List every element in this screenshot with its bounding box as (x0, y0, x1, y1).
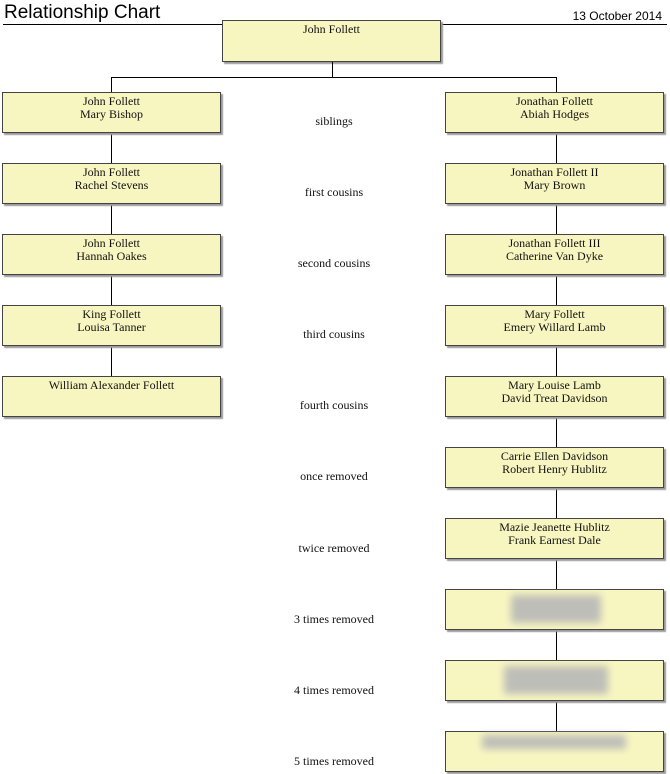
spouse-name: David Treat Davidson (501, 391, 608, 405)
right-column-line (556, 204, 557, 234)
right-column-line (556, 417, 557, 447)
left-column-line (111, 133, 112, 163)
right-column-line (556, 559, 557, 589)
left-column-line (111, 204, 112, 234)
right-person-box: Mary Louise Lamb David Treat Davidson (445, 376, 664, 417)
spouse-name: Mary Bishop (80, 107, 143, 121)
spouse-name: Hannah Oakes (76, 249, 147, 263)
relationship-label: twice removed (298, 541, 370, 555)
person-name: Mary Louise Lamb (508, 378, 601, 392)
person-name: William Alexander Follett (48, 378, 175, 392)
right-column-line (556, 701, 557, 731)
left-person-box: John Follett Rachel Stevens (2, 163, 221, 204)
right-person-box: Jonathan Follett II Mary Brown (445, 163, 664, 204)
right-person-box: Mazie Jeanette Hublitz Frank Earnest Dal… (445, 518, 664, 559)
chart-date: 13 October 2014 (572, 9, 662, 23)
right-person-box: Mary Follett Emery Willard Lamb (445, 305, 664, 346)
relationship-label: 5 times removed (294, 754, 374, 768)
chart-title: Relationship Chart (4, 2, 161, 23)
relationship-label: once removed (300, 469, 368, 483)
person-name: John Follett (82, 94, 140, 108)
spouse-name: Frank Earnest Dale (508, 533, 601, 547)
root-connector (332, 62, 333, 77)
person-name: Jonathan Follett III (508, 236, 601, 250)
right-person-box: Carrie Ellen Davidson Robert Henry Hubli… (445, 447, 664, 488)
redacted-name-blur (482, 735, 626, 749)
spouse-name: Robert Henry Hublitz (502, 462, 607, 476)
spouse-name: Catherine Van Dyke (505, 249, 604, 263)
right-person-box: Jonathan Follett Abiah Hodges (445, 92, 664, 133)
relationship-label: second cousins (297, 256, 371, 270)
right-person-box-redacted (445, 660, 664, 701)
spouse-name: Mary Brown (523, 178, 586, 192)
relationship-label: third cousins (303, 327, 365, 341)
left-branch-connector (111, 77, 112, 92)
spouse-name: Emery Willard Lamb (503, 320, 606, 334)
relationship-label: 4 times removed (294, 683, 374, 697)
left-person-box: John Follett Mary Bishop (2, 92, 221, 133)
relationship-label: 3 times removed (294, 612, 374, 626)
right-person-box-redacted (445, 731, 664, 772)
root-person-box: John Follett (222, 20, 441, 62)
person-name: Carrie Ellen Davidson (500, 449, 609, 463)
left-column-line (111, 346, 112, 376)
left-person-box: William Alexander Follett (2, 376, 221, 417)
right-person-box: Jonathan Follett III Catherine Van Dyke (445, 234, 664, 275)
right-column-line (556, 133, 557, 163)
right-column-line (556, 346, 557, 376)
relationship-label: first cousins (304, 185, 364, 199)
person-name: King Follett (82, 307, 141, 321)
right-column-line (556, 275, 557, 305)
person-name: Jonathan Follett II (510, 165, 599, 179)
root-person-name: John Follett (302, 22, 360, 36)
right-column-line (556, 488, 557, 518)
left-person-box: King Follett Louisa Tanner (2, 305, 221, 346)
relationship-label: siblings (315, 114, 353, 128)
left-column-line (111, 275, 112, 305)
person-name: John Follett (82, 236, 140, 250)
spouse-name: Rachel Stevens (74, 178, 149, 192)
right-person-box-redacted (445, 589, 664, 630)
branch-connector (111, 77, 557, 78)
person-name: Mazie Jeanette Hublitz (499, 520, 610, 534)
spouse-name: Abiah Hodges (520, 107, 589, 121)
person-name: Mary Follett (524, 307, 585, 321)
redacted-name-blur (504, 666, 608, 694)
left-person-box: John Follett Hannah Oakes (2, 234, 221, 275)
right-branch-connector (556, 77, 557, 92)
redacted-name-blur (511, 595, 601, 623)
person-name: John Follett (82, 165, 140, 179)
relationship-label: fourth cousins (299, 398, 369, 412)
person-name: Jonathan Follett (516, 94, 593, 108)
right-column-line (556, 630, 557, 660)
spouse-name: Louisa Tanner (77, 320, 146, 334)
